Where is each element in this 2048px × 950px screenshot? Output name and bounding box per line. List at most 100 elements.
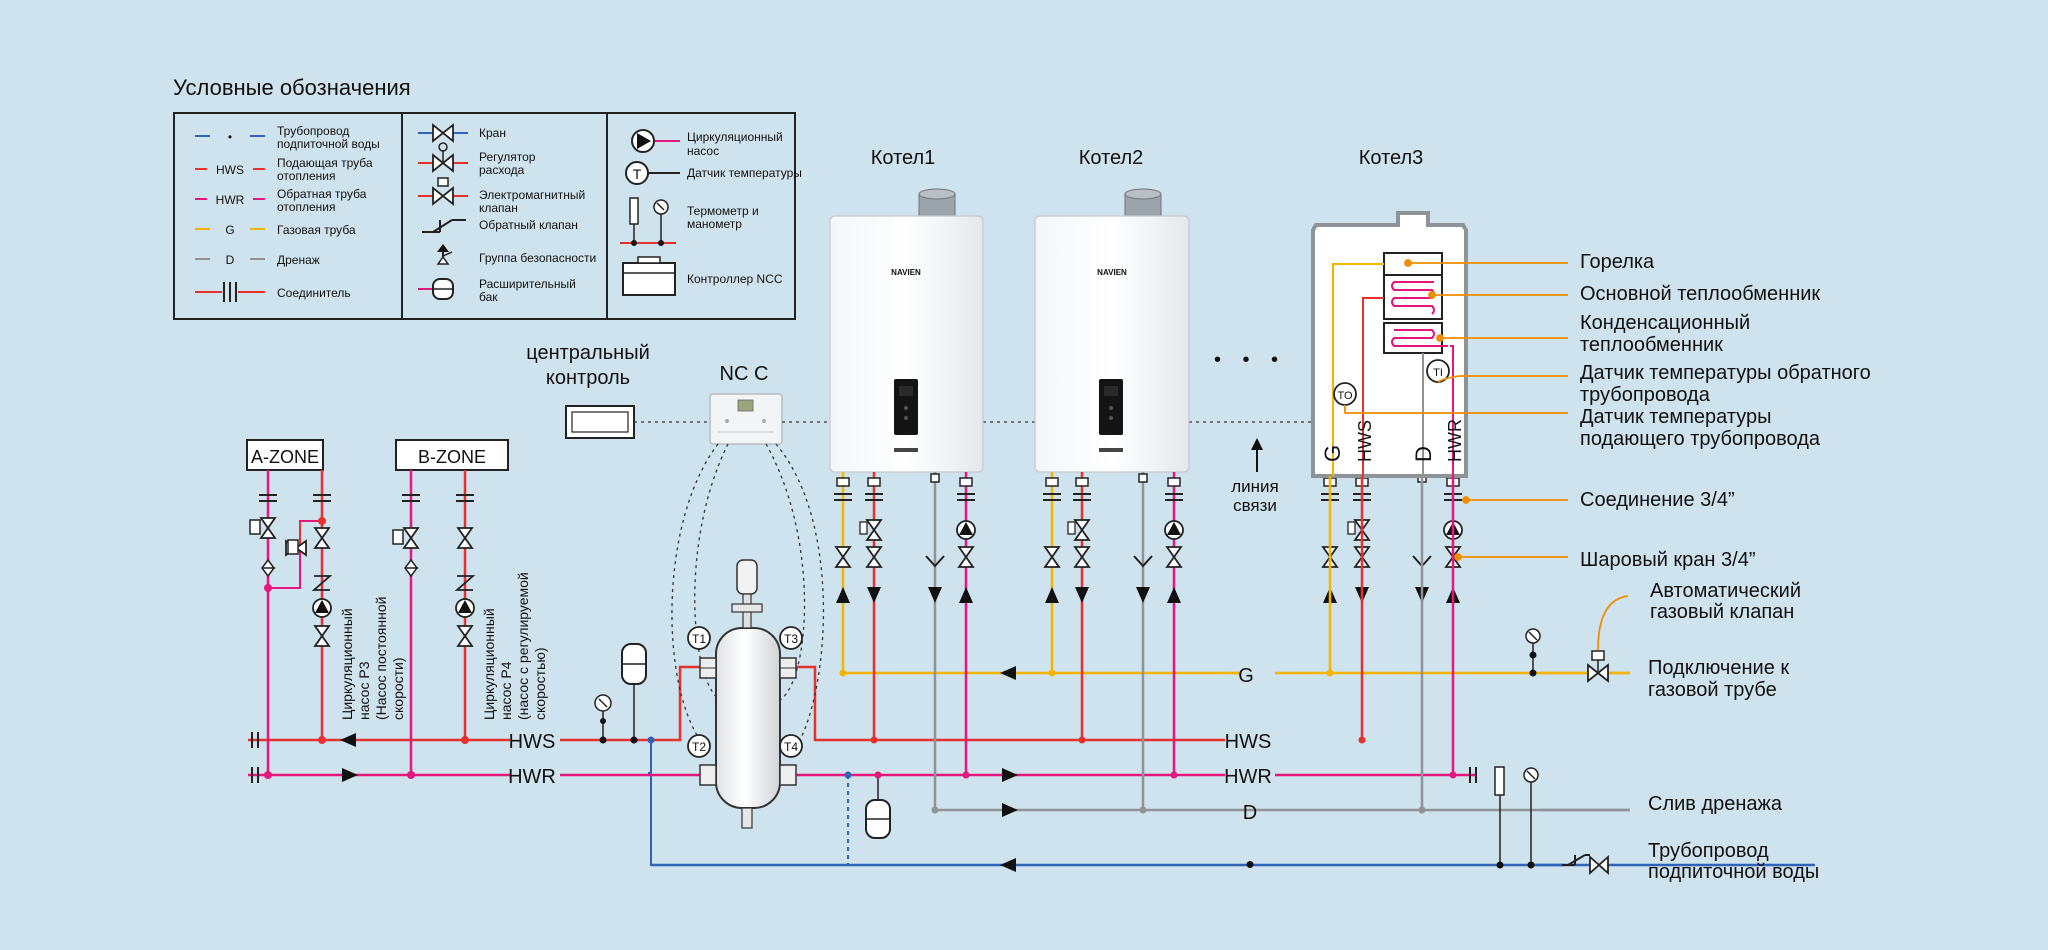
svg-text:скорости): скорости) xyxy=(390,657,406,720)
svg-text:насос P3: насос P3 xyxy=(356,661,372,720)
junction-dot xyxy=(870,736,878,744)
hydraulic-separator xyxy=(699,559,797,829)
port-fitting xyxy=(1167,477,1181,487)
port-fitting xyxy=(1045,477,1059,487)
callout-gas-connection: газовой трубе xyxy=(1648,679,1777,701)
callout-burner: Горелка xyxy=(1580,251,1655,273)
zone-b-pump-label: Циркуляционный насос P4 (насос с регулир… xyxy=(481,572,548,720)
legend-text: Трубопровод xyxy=(277,124,349,138)
svg-text:T: T xyxy=(633,166,642,182)
callout-connection: Соединение 3/4” xyxy=(1580,489,1735,511)
callout-makeup: подпиточной воды xyxy=(1648,861,1819,883)
drain-line-icon: D xyxy=(195,253,265,267)
port-fitting xyxy=(959,477,973,487)
svg-text:Циркуляционный: Циркуляционный xyxy=(687,130,783,144)
temp-sensor-icon: T xyxy=(625,161,680,185)
svg-text:Датчик температуры: Датчик температуры xyxy=(687,166,802,180)
connector-icon xyxy=(195,282,265,302)
svg-text:скоростью): скоростью) xyxy=(532,647,548,720)
more-boilers-dots: • • • xyxy=(1214,349,1286,371)
hwr-line-icon: HWR xyxy=(195,193,265,207)
callout-cond-hx: теплообменник xyxy=(1580,334,1723,356)
ball-valve xyxy=(1073,546,1091,568)
callout-lines xyxy=(1344,259,1629,651)
flow-arrow-down xyxy=(1075,587,1089,603)
svg-text:G: G xyxy=(1320,445,1345,462)
svg-text:Термометр и: Термометр и xyxy=(687,204,759,218)
hwr-label-left: HWR xyxy=(508,766,556,788)
sensor-to: TO xyxy=(1337,390,1353,402)
pump-arrow xyxy=(1167,522,1181,535)
svg-text:NAVIEN: NAVIEN xyxy=(1097,268,1127,277)
svg-text:расхода: расхода xyxy=(479,163,525,177)
svg-text:NAVIEN: NAVIEN xyxy=(891,268,921,277)
central-control-label: контроль xyxy=(546,367,630,389)
solenoid-valve xyxy=(1073,519,1091,541)
svg-text:Обратный клапан: Обратный клапан xyxy=(479,218,578,232)
flow-arrow-down xyxy=(1136,587,1150,603)
port-fitting xyxy=(1075,477,1089,487)
svg-text:•: • xyxy=(228,130,232,144)
junction-dot xyxy=(1139,806,1147,814)
callout-main-hx: Основной теплообменник xyxy=(1580,283,1820,305)
boiler3-title: Котел3 xyxy=(1359,147,1424,169)
flow-arrow-down xyxy=(928,587,942,603)
boiler-3-piping xyxy=(1328,476,1455,810)
junction-dot xyxy=(1078,736,1086,744)
main-pipes xyxy=(248,665,1815,867)
svg-text:(Насос постоянной: (Насос постоянной xyxy=(373,597,389,720)
legend-text: подпиточной воды xyxy=(277,137,380,151)
boiler-fittings xyxy=(834,473,1463,814)
callout-auto-gas-valve: Автоматический xyxy=(1650,580,1801,602)
port-fitting xyxy=(867,477,881,487)
legend-text: Соединитель xyxy=(277,286,351,300)
svg-text:Циркуляционный: Циркуляционный xyxy=(339,608,355,720)
expansion-tank-icon xyxy=(418,278,454,300)
flow-arrow-up xyxy=(836,587,850,603)
svg-text:T4: T4 xyxy=(784,740,798,754)
boiler-2: NAVIEN xyxy=(1034,188,1190,473)
solenoid-head xyxy=(859,521,868,535)
hwr-label-right: HWR xyxy=(1224,766,1272,788)
hws-line-icon: HWS xyxy=(195,163,265,177)
ball-valve xyxy=(1043,546,1061,568)
svg-text:(насос с регулируемой: (насос с регулируемой xyxy=(515,572,531,720)
legend-text: Обратная труба xyxy=(277,187,367,201)
svg-text:Электромагнитный: Электромагнитный xyxy=(479,188,585,202)
ncc-label: NC C xyxy=(720,363,769,385)
svg-text:A-ZONE: A-ZONE xyxy=(251,447,319,467)
central-control-unit xyxy=(565,405,635,439)
svg-text:D: D xyxy=(1411,446,1436,462)
svg-text:HWR: HWR xyxy=(216,193,245,207)
ball-valve xyxy=(865,546,883,568)
boiler2-title: Котел2 xyxy=(1079,147,1144,169)
legend-col1: • Трубопровод подпиточной воды HWS Подаю… xyxy=(195,124,380,302)
zone-a-pump-label: Циркуляционный насос P3 (Насос постоянно… xyxy=(339,597,406,720)
comm-line-label: связи xyxy=(1233,496,1277,515)
callout-makeup: Трубопровод xyxy=(1648,840,1769,862)
svg-text:Регулятор: Регулятор xyxy=(479,150,536,164)
svg-text:D: D xyxy=(226,253,235,267)
boiler1-title: Котел1 xyxy=(871,147,936,169)
solenoid-valve xyxy=(865,519,883,541)
hws-label-left: HWS xyxy=(509,731,556,753)
ncc-controller-icon xyxy=(622,256,676,296)
drain-funnel xyxy=(1133,555,1153,568)
callout-return-sensor: Датчик температуры обратного xyxy=(1580,362,1871,384)
legend-text: отопления xyxy=(277,169,335,183)
solenoid-valve-icon xyxy=(418,177,468,206)
comm-lines xyxy=(634,421,1315,741)
svg-text:Кран: Кран xyxy=(479,126,506,140)
legend-title: Условные обозначения xyxy=(173,75,411,100)
svg-text:T1: T1 xyxy=(692,632,706,646)
junction-dot xyxy=(1048,669,1056,677)
gas-label: G xyxy=(1238,665,1254,687)
drain-funnel xyxy=(925,555,945,568)
boiler-1: NAVIEN xyxy=(829,188,984,473)
flow-arrows xyxy=(340,666,1018,872)
svg-text:насос P4: насос P4 xyxy=(498,661,514,720)
junction-dot xyxy=(839,669,847,677)
zone-a: A-ZONE xyxy=(246,439,333,779)
sensor-ti: TI xyxy=(1433,367,1443,379)
